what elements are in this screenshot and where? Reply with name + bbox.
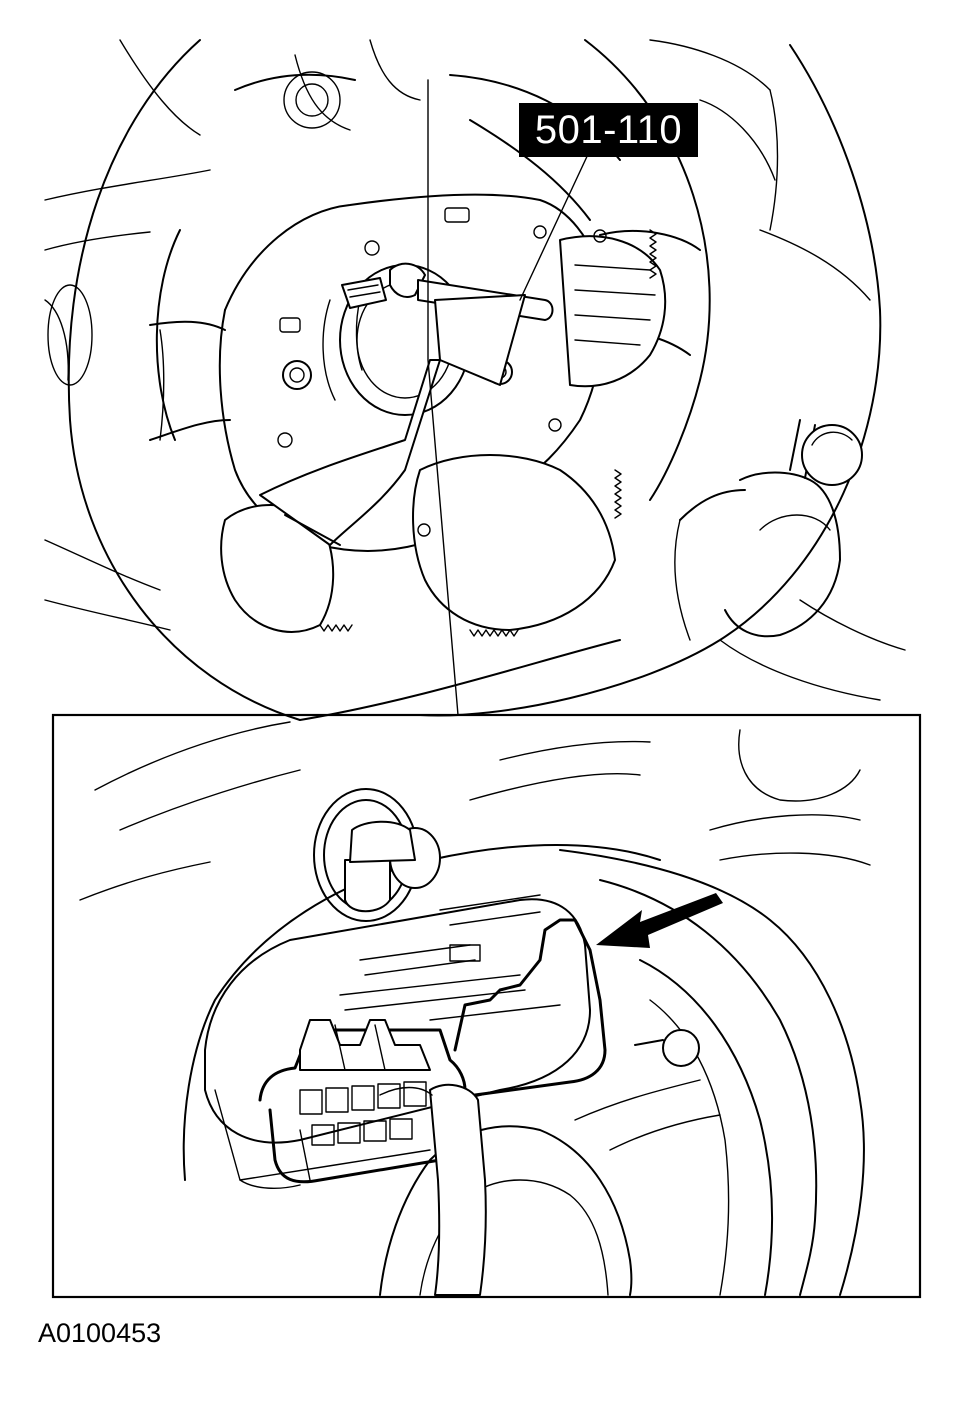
tool-callout-label: 501-110	[519, 103, 698, 157]
figure-id: A0100453	[38, 1318, 162, 1348]
direction-arrow-icon	[596, 893, 723, 948]
steering-wheel-illustration	[44, 39, 906, 721]
inset-frame	[51, 713, 922, 1299]
clockspring-connector-illustration	[79, 721, 871, 1296]
